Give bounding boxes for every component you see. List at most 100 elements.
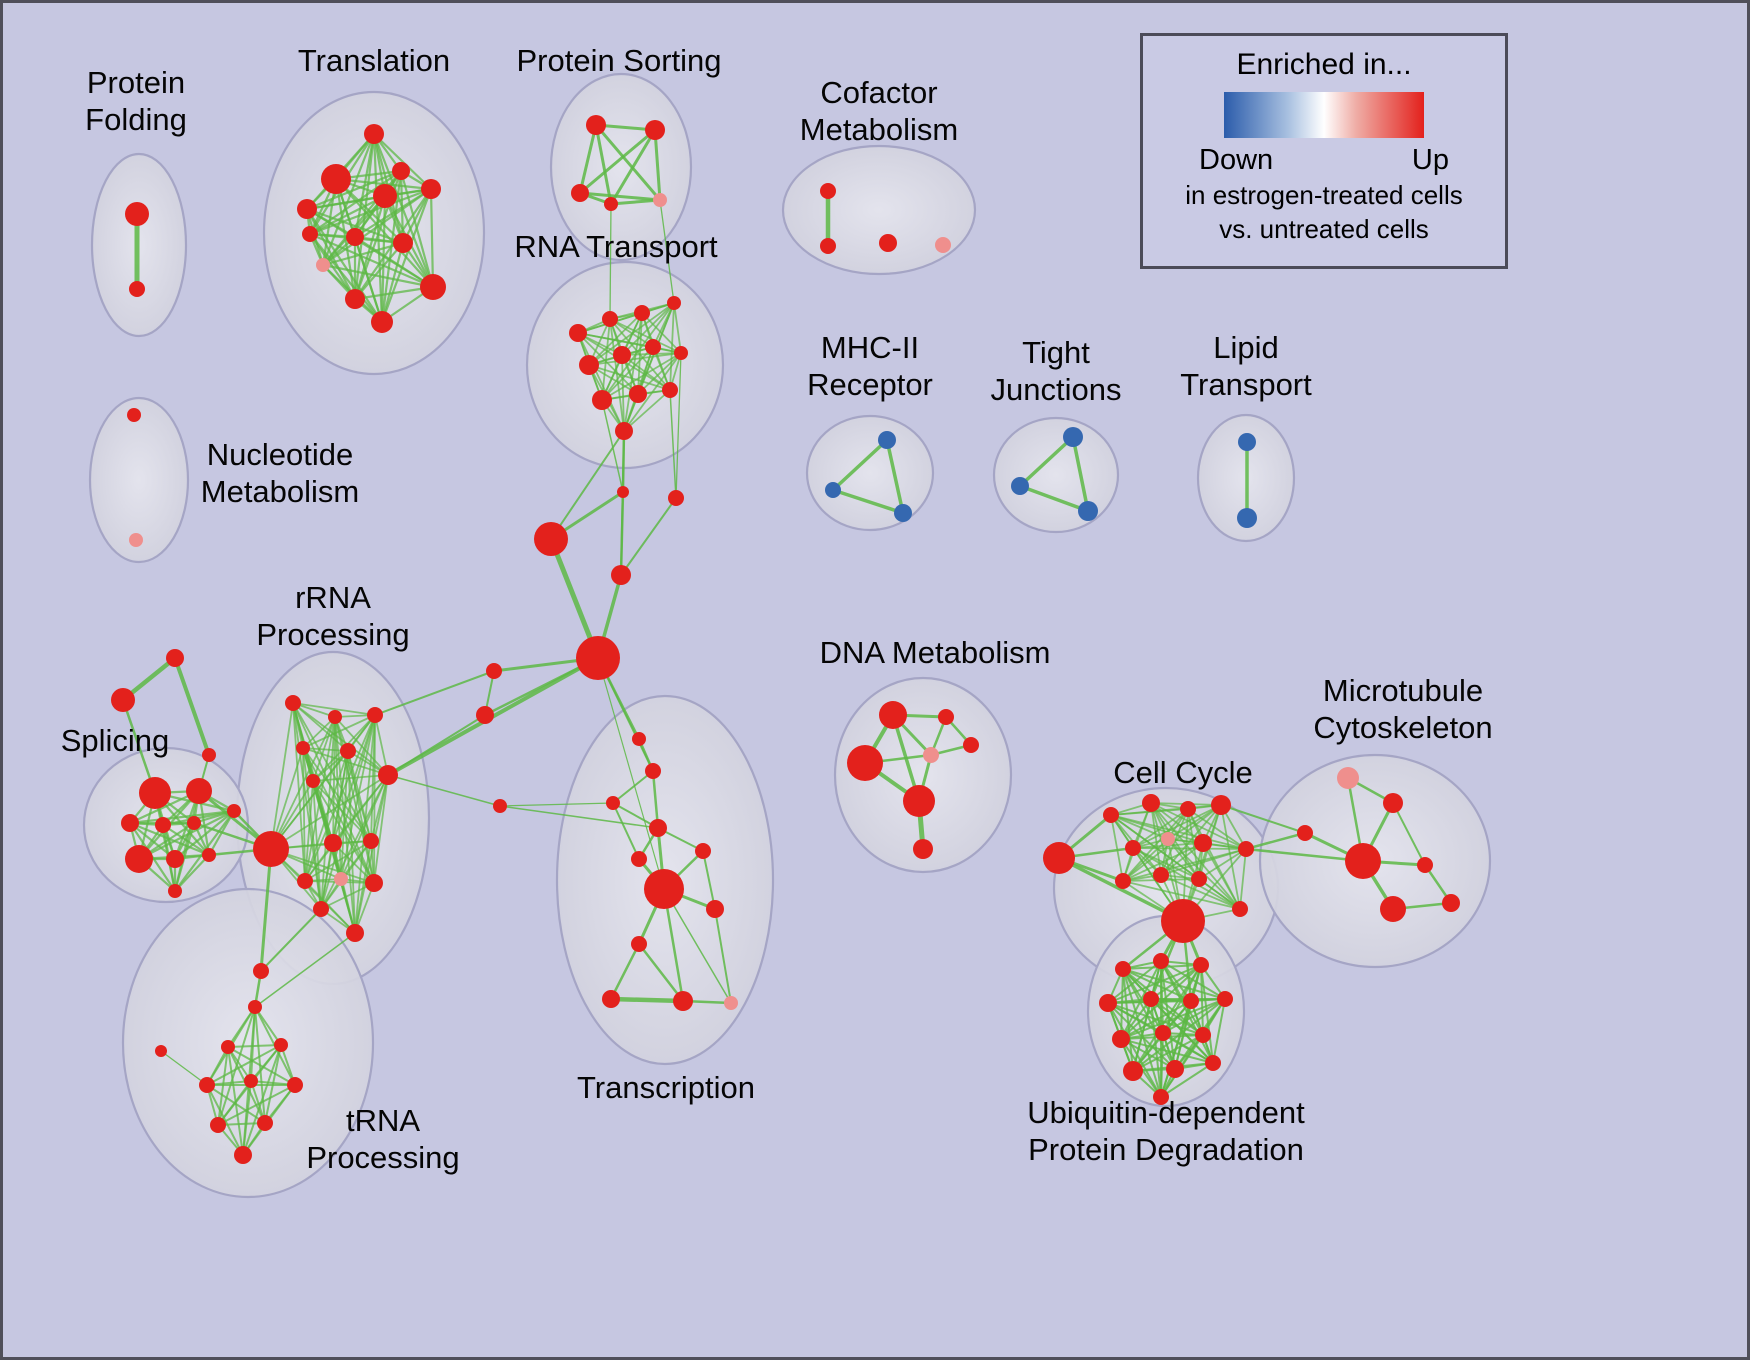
node-r6[interactable] [613, 346, 631, 364]
node-m3[interactable] [534, 522, 568, 556]
node-t13[interactable] [371, 311, 393, 333]
node-tn7[interactable] [210, 1117, 226, 1133]
node-r11[interactable] [662, 382, 678, 398]
node-mc[interactable] [493, 799, 507, 813]
node-m6[interactable] [486, 663, 502, 679]
node-t1[interactable] [364, 124, 384, 144]
node-u5[interactable] [1143, 991, 1159, 1007]
node-c7[interactable] [1161, 832, 1175, 846]
node-cf2[interactable] [820, 238, 836, 254]
node-t8[interactable] [346, 228, 364, 246]
node-c2[interactable] [1103, 807, 1119, 823]
node-tn4[interactable] [199, 1077, 215, 1093]
node-rr8[interactable] [253, 831, 289, 867]
node-r1[interactable] [569, 324, 587, 342]
node-t3[interactable] [297, 199, 317, 219]
node-x5[interactable] [695, 843, 711, 859]
node-rr6[interactable] [378, 765, 398, 785]
node-m4[interactable] [611, 565, 631, 585]
node-t9[interactable] [393, 233, 413, 253]
node-u3[interactable] [1193, 957, 1209, 973]
node-c6[interactable] [1125, 840, 1141, 856]
node-mt4[interactable] [1345, 843, 1381, 879]
node-tn8[interactable] [257, 1115, 273, 1131]
node-d2[interactable] [938, 709, 954, 725]
node-t11[interactable] [345, 289, 365, 309]
node-rr13[interactable] [365, 874, 383, 892]
node-nu2[interactable] [129, 533, 143, 547]
node-d3[interactable] [847, 745, 883, 781]
node-s2[interactable] [186, 778, 212, 804]
node-c8[interactable] [1194, 834, 1212, 852]
node-tj1[interactable] [1063, 427, 1083, 447]
node-x8[interactable] [706, 900, 724, 918]
node-x2[interactable] [645, 763, 661, 779]
node-x9[interactable] [631, 936, 647, 952]
node-r9[interactable] [592, 390, 612, 410]
node-g1[interactable] [166, 649, 184, 667]
node-rr10[interactable] [363, 833, 379, 849]
node-x12[interactable] [724, 996, 738, 1010]
node-t4[interactable] [373, 184, 397, 208]
node-t10[interactable] [316, 258, 330, 272]
node-tn2[interactable] [221, 1040, 235, 1054]
node-rr4[interactable] [296, 741, 310, 755]
node-m1[interactable] [617, 486, 629, 498]
node-c11[interactable] [1153, 867, 1169, 883]
node-s6[interactable] [125, 845, 153, 873]
node-r5[interactable] [579, 355, 599, 375]
node-tn9[interactable] [234, 1146, 252, 1164]
node-cf4[interactable] [935, 237, 951, 253]
node-lp2[interactable] [1237, 508, 1257, 528]
node-r2[interactable] [602, 311, 618, 327]
node-x11[interactable] [673, 991, 693, 1011]
node-s4[interactable] [155, 817, 171, 833]
node-pf2[interactable] [129, 281, 145, 297]
node-g2[interactable] [111, 688, 135, 712]
node-t5[interactable] [421, 179, 441, 199]
node-mt7[interactable] [1380, 896, 1406, 922]
node-ps3[interactable] [571, 184, 589, 202]
node-u4[interactable] [1099, 994, 1117, 1012]
node-d6[interactable] [903, 785, 935, 817]
node-t6[interactable] [392, 162, 410, 180]
node-x10[interactable] [602, 990, 620, 1008]
node-mt2[interactable] [1383, 793, 1403, 813]
node-mh2[interactable] [825, 482, 841, 498]
node-r7[interactable] [645, 339, 661, 355]
node-c10[interactable] [1115, 873, 1131, 889]
node-rr5[interactable] [340, 743, 356, 759]
node-rr16[interactable] [253, 963, 269, 979]
node-rr9[interactable] [324, 834, 342, 852]
node-r12[interactable] [615, 422, 633, 440]
node-ps4[interactable] [604, 197, 618, 211]
node-u14[interactable] [1153, 1089, 1169, 1105]
node-r3[interactable] [634, 305, 650, 321]
node-u13[interactable] [1205, 1055, 1221, 1071]
node-ps5[interactable] [653, 193, 667, 207]
node-u2[interactable] [1153, 953, 1169, 969]
node-x7[interactable] [644, 869, 684, 909]
node-u11[interactable] [1123, 1061, 1143, 1081]
node-tj3[interactable] [1078, 501, 1098, 521]
node-s9[interactable] [168, 884, 182, 898]
node-tn1[interactable] [248, 1000, 262, 1014]
node-cf3[interactable] [879, 234, 897, 252]
node-s10[interactable] [227, 804, 241, 818]
node-c3[interactable] [1142, 794, 1160, 812]
node-d7[interactable] [913, 839, 933, 859]
node-tn0[interactable] [155, 1045, 167, 1057]
node-pf1[interactable] [125, 202, 149, 226]
node-mt3[interactable] [1297, 825, 1313, 841]
node-x3[interactable] [606, 796, 620, 810]
node-rr12[interactable] [334, 872, 348, 886]
node-t12[interactable] [420, 274, 446, 300]
node-mh3[interactable] [894, 504, 912, 522]
node-tn3[interactable] [274, 1038, 288, 1052]
node-c9[interactable] [1238, 841, 1254, 857]
node-u9[interactable] [1155, 1025, 1171, 1041]
node-m2[interactable] [668, 490, 684, 506]
node-rr15[interactable] [346, 924, 364, 942]
node-c1[interactable] [1043, 842, 1075, 874]
node-rr7[interactable] [306, 774, 320, 788]
